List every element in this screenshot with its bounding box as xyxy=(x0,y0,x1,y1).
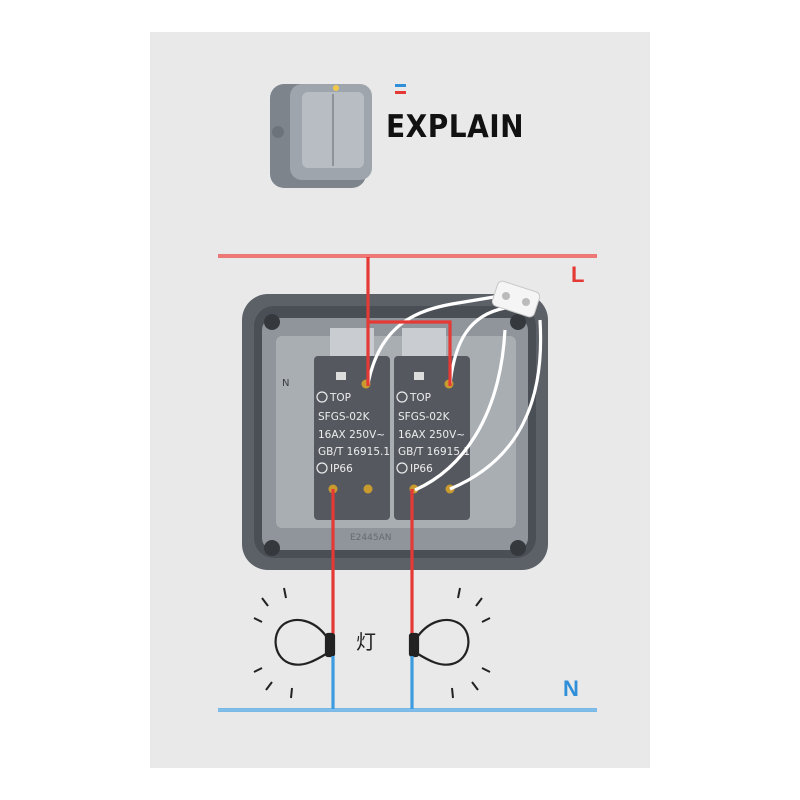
neutral-label: N xyxy=(563,676,579,701)
module-cert: IP66 xyxy=(330,463,353,475)
neutral-wiring xyxy=(218,656,597,712)
switch-product-image xyxy=(270,84,372,188)
mold-code: E2445AN xyxy=(350,533,391,543)
lamp-label: 灯 xyxy=(356,632,376,654)
switch-module-right: TOP SFGS-02K 16AX 250V~ GB/T 16915.1 IP6… xyxy=(394,356,470,520)
live-label: L xyxy=(571,262,585,287)
module-standard: GB/T 16915.1 xyxy=(398,446,470,458)
module-top-label: TOP xyxy=(329,392,351,404)
module-model: SFGS-02K xyxy=(398,411,451,423)
module-rating: 16AX 250V~ xyxy=(318,429,385,441)
terminal-block xyxy=(491,280,541,318)
lamp-icon-left xyxy=(253,587,336,699)
lamp-icon-right xyxy=(408,587,491,699)
flag-icon xyxy=(395,84,406,94)
module-standard: GB/T 16915.1 xyxy=(318,446,390,458)
connector-wires xyxy=(366,294,543,492)
module-rating: 16AX 250V~ xyxy=(398,429,465,441)
switch-module-left: TOP SFGS-02K 16AX 250V~ GB/T 16915.1 IP6… xyxy=(314,356,390,520)
page-title: EXPLAIN xyxy=(386,108,525,145)
module-model: SFGS-02K xyxy=(318,411,371,423)
module-top-label: TOP xyxy=(409,392,431,404)
corner-mark: N xyxy=(282,378,289,389)
module-cert: IP66 xyxy=(410,463,433,475)
